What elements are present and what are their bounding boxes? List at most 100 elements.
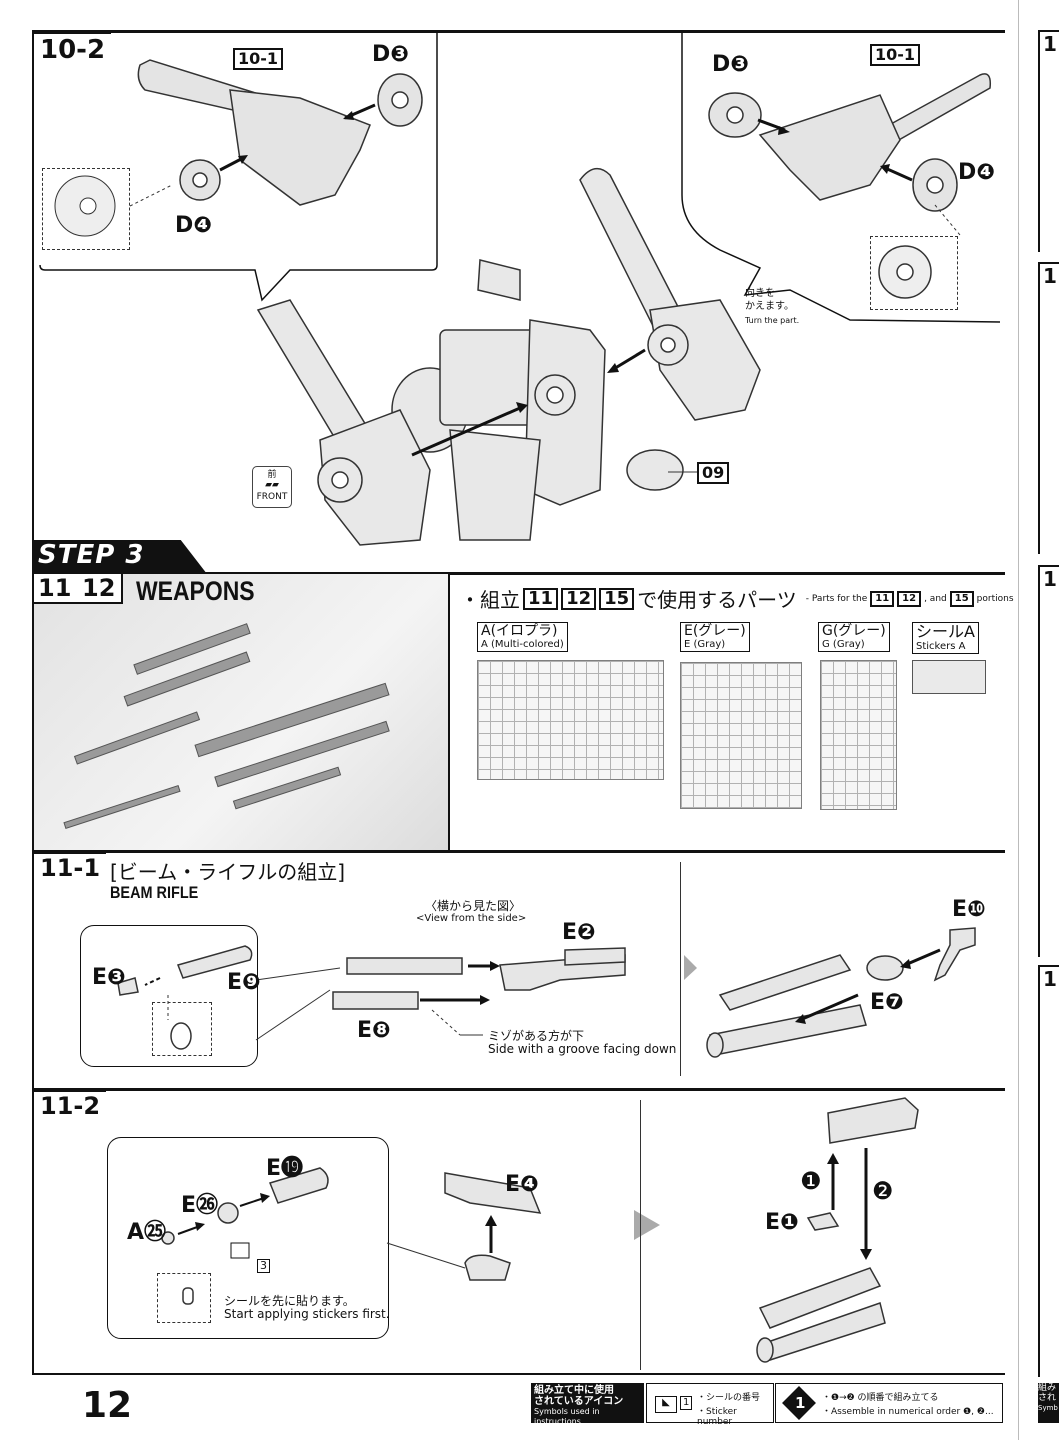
step3-banner: STEP 3 [38, 540, 145, 570]
parts-num-15: 15 [599, 587, 635, 610]
rule-11-1 [32, 850, 1005, 853]
part-e2: E❷ [562, 920, 596, 945]
turn-note-jp: 向きを かえます。 [745, 288, 794, 312]
runner-e-label: E(グレー) E (Gray) [680, 622, 750, 652]
next-page-label-3: 1 [1043, 567, 1057, 591]
ref-10-1-right: 10-1 [870, 44, 921, 66]
parts-header-en-suffix: portions [976, 593, 1014, 604]
next-page-legend-1: 組み [1038, 1383, 1057, 1393]
part-e8: E❽ [357, 1018, 391, 1043]
legend-order-en: ・Assemble in numerical order ❶, ❷... [822, 1407, 994, 1417]
next-page-legend-3: Symb [1038, 1404, 1058, 1412]
top-rule [32, 30, 1005, 33]
part-e10: E❿ [952, 897, 986, 922]
sticker-number-3: 3 [257, 1259, 270, 1273]
parts-en-num-12: 12 [897, 590, 922, 607]
left-rule-top [32, 30, 34, 542]
ref-09: 09 [697, 462, 730, 484]
part-e3: E❸ [92, 965, 126, 990]
step3-rule [32, 572, 1005, 575]
part-e1: E❶ [765, 1210, 799, 1235]
part-e19: E⓳ [266, 1156, 304, 1181]
front-indicator: 前 ▰▰ FRONT [252, 466, 292, 508]
runner-g-en: G (Gray) [822, 639, 865, 650]
next-page-legend-2: され [1038, 1393, 1057, 1403]
part-d4-right: D❹ [958, 160, 995, 185]
sticker-a-jp: シールA [916, 622, 975, 641]
runner-a-en: A (Multi-colored) [481, 639, 564, 650]
runner-a-jp: A(イロプラ) [481, 623, 558, 639]
step-10-2-label: 10-2 [32, 32, 112, 66]
divider-11-2 [640, 1100, 641, 1370]
detail-box-left [42, 168, 130, 250]
next-page-panel-3: 1 [1038, 565, 1059, 957]
part-d3-left: D❸ [372, 42, 409, 67]
parts-header-jp-suffix: で使用するパーツ [637, 588, 797, 612]
runner-a-label: A(イロプラ) A (Multi-colored) [477, 622, 568, 652]
runner-g-jp: G(グレー) [822, 623, 886, 639]
side-view-jp: 〈横から見た図〉 [425, 899, 522, 913]
legend-sticker-num: 1 [680, 1396, 693, 1410]
detail-dash-11-2 [157, 1273, 211, 1323]
order-2-icon: ❷ [872, 1177, 894, 1205]
next-page-panel-1: 1 [1038, 30, 1059, 252]
part-d3-right: D❸ [712, 52, 749, 77]
parts-en-num-11: 11 [870, 590, 895, 607]
runner-a-image [477, 660, 664, 780]
legend-sticker-en: ・Sticker number [697, 1407, 737, 1427]
groove-note-jp: ミゾがある方が下 [488, 1029, 585, 1043]
legend-sticker-icon: ◣ [655, 1396, 677, 1413]
next-page-label-4: 1 [1043, 967, 1057, 991]
detail-dash-11-1 [152, 1002, 212, 1056]
sticker-note-jp: シールを先に貼ります。 [224, 1294, 355, 1308]
step-11-1-label: 11-1 [32, 852, 107, 882]
next-page-label-1: 1 [1043, 32, 1057, 56]
rule-11-2 [32, 1088, 1005, 1091]
part-d4-left: D❹ [175, 213, 212, 238]
weapons-photo-parts [63, 623, 390, 830]
legend-order-num: 1 [795, 1394, 806, 1412]
next-page-label-2: 1 [1043, 264, 1057, 288]
detail-callout-11-2 [107, 1137, 389, 1339]
parts-num-11: 11 [523, 587, 559, 610]
groove-note-en: Side with a groove facing down [488, 1042, 677, 1056]
page-number: 12 [82, 1385, 133, 1426]
next-page-legend: 組み され Symb [1038, 1383, 1059, 1423]
sticker-note-en: Start applying stickers first. [224, 1307, 390, 1321]
step3-banner-bg [32, 540, 207, 574]
sticker-a-en: Stickers A [916, 641, 966, 652]
step-12-label: 12 [76, 574, 124, 604]
front-arrow-icon: ▰▰ [265, 480, 279, 490]
beam-rifle-illustration [117, 927, 976, 1058]
part-a25: A㉕ [127, 1220, 167, 1245]
runner-g-label: G(グレー) G (Gray) [818, 622, 890, 652]
parts-en-num-15: 15 [949, 590, 974, 607]
detail-callout-11-1 [80, 925, 258, 1067]
step-11-label: 11 [32, 574, 80, 604]
part-e7: E❼ [870, 990, 904, 1015]
part-e9: E❾ [227, 970, 261, 995]
weapons-title: WEAPONS [136, 576, 255, 606]
sticker-sheet-image [912, 660, 986, 694]
step-11-2-illustration [161, 1097, 919, 1363]
parts-header-en-prefix: - Parts for the [805, 593, 868, 604]
legend-title-jp: 組み立て中に使用 されているアイコン [534, 1385, 624, 1407]
front-en: FRONT [256, 492, 288, 502]
front-jp: 前 [267, 470, 277, 480]
ref-10-1-left: 10-1 [233, 48, 284, 70]
page-gutter [1018, 0, 1019, 1440]
legend-sticker: ◣ 1 ・シールの番号 ・Sticker number [646, 1383, 774, 1427]
sticker-a-label: シールA Stickers A [912, 622, 979, 654]
divider-11-1 [680, 862, 681, 1076]
beam-rifle-title-jp: [ビーム・ライフルの組立] [110, 860, 346, 884]
next-page-panel-2: 1 [1038, 262, 1059, 554]
bottom-rule [32, 1373, 1005, 1375]
legend-title-en: Symbols used in instructions [534, 1407, 600, 1426]
parts-header: ・組立 11 12 15 で使用するパーツ - Parts for the 11… [460, 584, 1014, 613]
order-1-icon: ❶ [800, 1167, 822, 1195]
weapons-photo [32, 574, 448, 850]
next-page-panel-4: 1 [1038, 965, 1059, 1377]
beam-rifle-title-en: BEAM RIFLE [110, 883, 199, 902]
left-rule-bottom [32, 574, 34, 1374]
runner-g-image [820, 660, 897, 810]
